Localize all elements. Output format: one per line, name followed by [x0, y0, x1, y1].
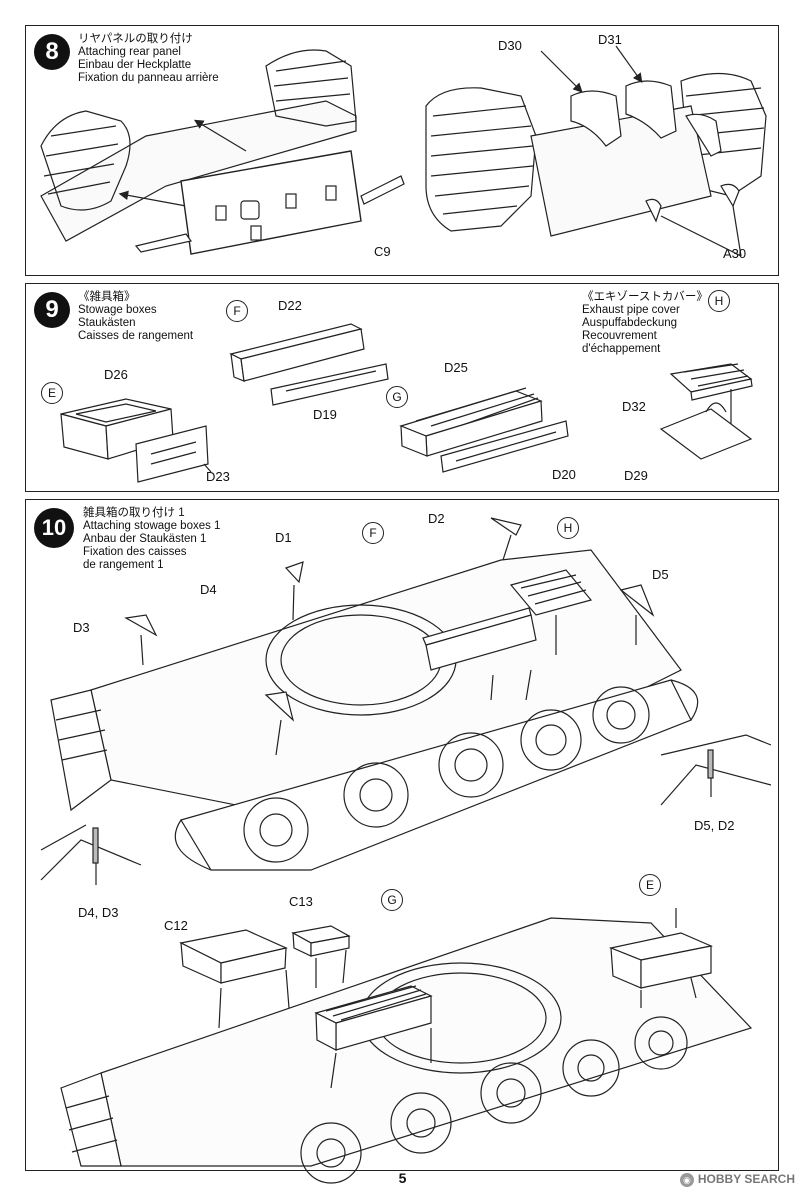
marker-h: H: [557, 517, 579, 539]
exhaust-title-en: Exhaust pipe cover: [582, 304, 680, 316]
detail-d5-d2-illustration: [660, 734, 772, 806]
title-en: Stowage boxes: [78, 304, 157, 316]
title-de: Staukästen: [78, 317, 136, 329]
watermark-text: HOBBY SEARCH: [697, 1172, 795, 1186]
detail-d4-d3-illustration: [40, 824, 142, 885]
box-g-illustration: [399, 387, 569, 473]
box-f-illustration: [229, 323, 389, 406]
label-d4-d3: D4, D3: [78, 905, 119, 920]
step-9-panel: 9 《雑具箱》 Stowage boxes Staukästen Caisses…: [25, 283, 779, 492]
exhaust-title-fr2: d'échappement: [582, 343, 661, 355]
marker-f: F: [226, 300, 248, 322]
label-d32: D32: [622, 399, 646, 414]
label-c9: C9: [374, 244, 391, 259]
label-a30: A30: [723, 246, 747, 261]
title-en: Attaching rear panel: [78, 46, 181, 58]
exhaust-title-fr1: Recouvrement: [582, 330, 657, 342]
label-d4: D4: [200, 582, 217, 597]
label-d25: D25: [444, 360, 468, 375]
marker-h: H: [708, 290, 730, 312]
title-fr: Caisses de rangement: [78, 330, 194, 342]
page-number: 5: [398, 1170, 407, 1186]
label-d23: D23: [206, 469, 230, 484]
label-d19: D19: [313, 407, 337, 422]
step-title: 雑具箱の取り付け 1 Attaching stowage boxes 1 Anb…: [83, 507, 220, 572]
marker-e: E: [41, 382, 63, 404]
label-d30: D30: [498, 38, 522, 53]
exhaust-illustration: [659, 363, 753, 460]
hobby-search-logo-icon: ◉: [679, 1172, 694, 1187]
label-c13: C13: [289, 894, 313, 909]
watermark: ◉HOBBY SEARCH: [679, 1172, 795, 1187]
title-fr2: de rangement 1: [83, 559, 164, 571]
marker-g: G: [386, 386, 408, 408]
exhaust-title: 《エキゾーストカバー》 Exhaust pipe cover Auspuffab…: [582, 291, 708, 356]
title-jp: 雑具箱の取り付け 1: [83, 507, 185, 519]
label-d29: D29: [624, 468, 648, 483]
title-de: Anbau der Staukästen 1: [83, 533, 207, 545]
label-c12: C12: [164, 918, 188, 933]
box-e-illustration: [60, 398, 212, 483]
label-d5-d2: D5, D2: [694, 818, 735, 833]
fenders-illustration: [425, 45, 767, 257]
tank-top-illustration: [50, 517, 699, 871]
marker-f: F: [362, 522, 384, 544]
title-jp: 《雑具箱》: [78, 291, 136, 303]
label-d31: D31: [598, 32, 622, 47]
title-de: Einbau der Heckplatte: [78, 59, 192, 71]
step-10-panel: 10 雑具箱の取り付け 1 Attaching stowage boxes 1 …: [25, 499, 779, 1184]
tank-bottom-illustration: [60, 908, 753, 1184]
label-d2: D2: [428, 511, 445, 526]
marker-e: E: [639, 874, 661, 896]
label-d3: D3: [73, 620, 90, 635]
title-fr1: Fixation des caisses: [83, 546, 187, 558]
exhaust-title-jp: 《エキゾーストカバー》: [582, 291, 708, 303]
step-number: 8: [34, 34, 70, 70]
title-en: Attaching stowage boxes 1: [83, 520, 221, 532]
step-title: 《雑具箱》 Stowage boxes Staukästen Caisses d…: [78, 291, 193, 343]
step-8-panel: 8 リヤパネルの取り付け Attaching rear panel Einbau…: [25, 25, 779, 276]
rear-panel-illustration: [40, 49, 405, 255]
marker-g: G: [381, 889, 403, 911]
title-jp: リヤパネルの取り付け: [78, 33, 193, 45]
label-d20: D20: [552, 467, 576, 482]
exhaust-title-de: Auspuffabdeckung: [582, 317, 678, 329]
label-d5: D5: [652, 567, 669, 582]
step-number: 9: [34, 292, 70, 328]
title-fr: Fixation du panneau arrière: [78, 72, 219, 84]
step-number: 10: [34, 508, 74, 548]
label-d26: D26: [104, 367, 128, 382]
label-d22: D22: [278, 298, 302, 313]
label-d1: D1: [275, 530, 292, 545]
step-title: リヤパネルの取り付け Attaching rear panel Einbau d…: [78, 33, 219, 85]
